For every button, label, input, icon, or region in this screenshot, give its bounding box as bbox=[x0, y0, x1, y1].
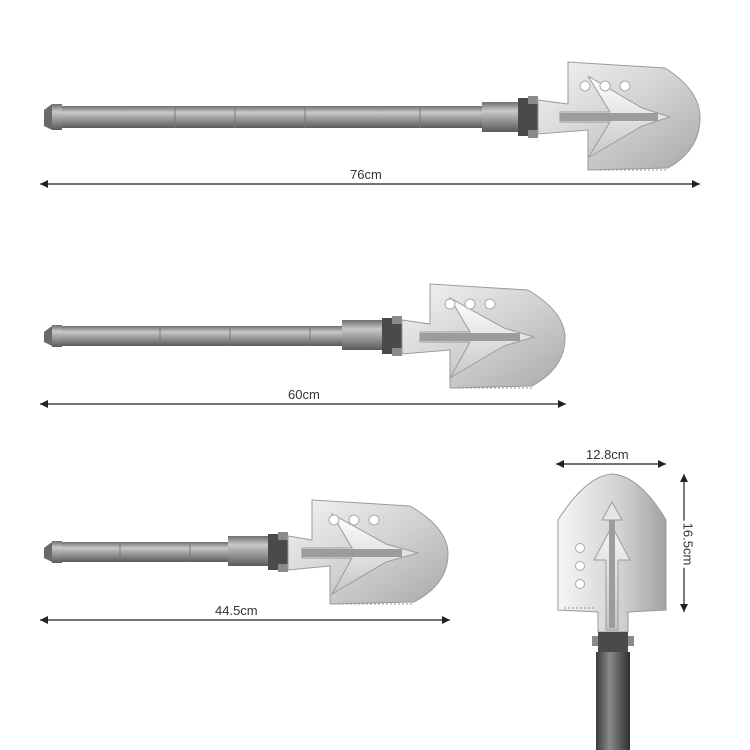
blade-closeup bbox=[557, 473, 667, 750]
dimension-label-60cm: 60cm bbox=[286, 387, 322, 402]
shovel-full-length bbox=[44, 61, 701, 171]
dimension-arrow-12-8cm bbox=[556, 460, 666, 468]
dimension-label-44-5cm: 44.5cm bbox=[213, 603, 260, 618]
dimension-arrow-76cm bbox=[40, 180, 700, 188]
dimension-arrow-44-5cm bbox=[40, 616, 450, 624]
dimension-label-76cm: 76cm bbox=[348, 167, 384, 182]
dimension-label-12-8cm: 12.8cm bbox=[584, 447, 631, 462]
shovel-mid-length bbox=[44, 283, 566, 389]
dimension-label-16-5cm: 16.5cm bbox=[680, 520, 696, 568]
shovel-short-length bbox=[44, 499, 449, 605]
dimension-arrow-60cm bbox=[40, 400, 566, 408]
